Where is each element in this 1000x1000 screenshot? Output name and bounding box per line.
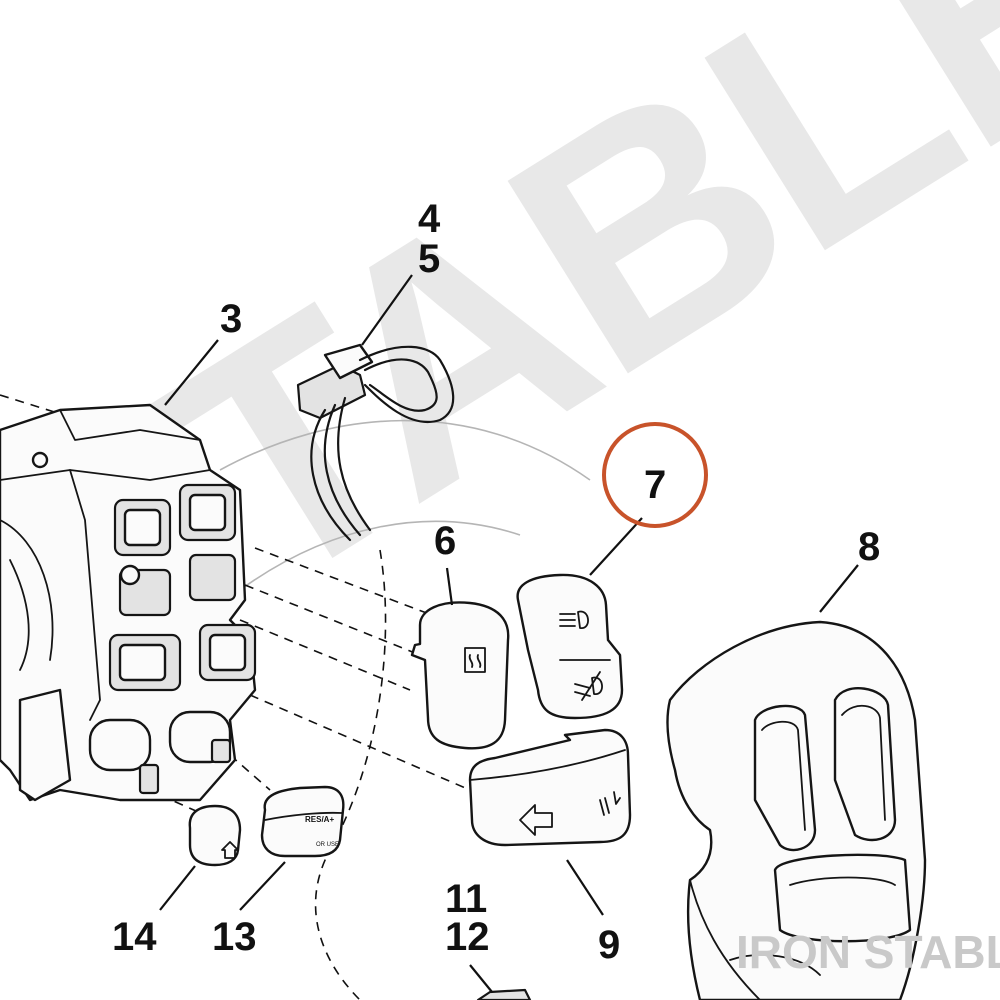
wire-harness: [296, 343, 455, 542]
switch-cap-9: [468, 728, 632, 847]
watermark-footer-text: IRON STABLE: [736, 926, 1000, 978]
guide-arc-upper: [219, 419, 591, 481]
switch-cap-14: [188, 804, 242, 867]
callout-14: 14: [112, 915, 157, 959]
callout-7: 7: [644, 463, 666, 507]
callout-labels: 3 4 5 6 7 8 9 11 12 13 14: [112, 197, 880, 967]
guide-arc-lower: [239, 520, 521, 591]
cruise-label: OR USE: [316, 842, 339, 848]
switch-housing-assembly: [0, 403, 257, 802]
left-turn-arrow-icon: [519, 804, 553, 836]
callout-11: 11: [445, 877, 487, 921]
callout-8: 8: [858, 525, 880, 569]
callout-3: 3: [220, 297, 242, 341]
heated-grip-icon: [464, 647, 486, 673]
cancel-icon: [599, 791, 621, 816]
callout-6: 6: [434, 519, 456, 563]
callout-9: 9: [598, 923, 620, 967]
leader-lines: [159, 274, 859, 993]
switch-cap-13: RES/A+ OR USE: [260, 785, 345, 858]
callout-13: 13: [212, 915, 257, 959]
callout-12: 12: [445, 915, 490, 959]
high-beam-icon: [559, 610, 589, 629]
resume-label: RES/A+: [305, 815, 334, 824]
home-icon: [221, 841, 239, 859]
switch-housing-shell-8: [666, 620, 927, 1000]
callout-4: 4: [418, 197, 441, 241]
switch-cap-7: [516, 573, 624, 720]
highlight-circle: [602, 422, 708, 528]
low-beam-icon: [574, 671, 603, 701]
callout-5: 5: [418, 237, 440, 281]
